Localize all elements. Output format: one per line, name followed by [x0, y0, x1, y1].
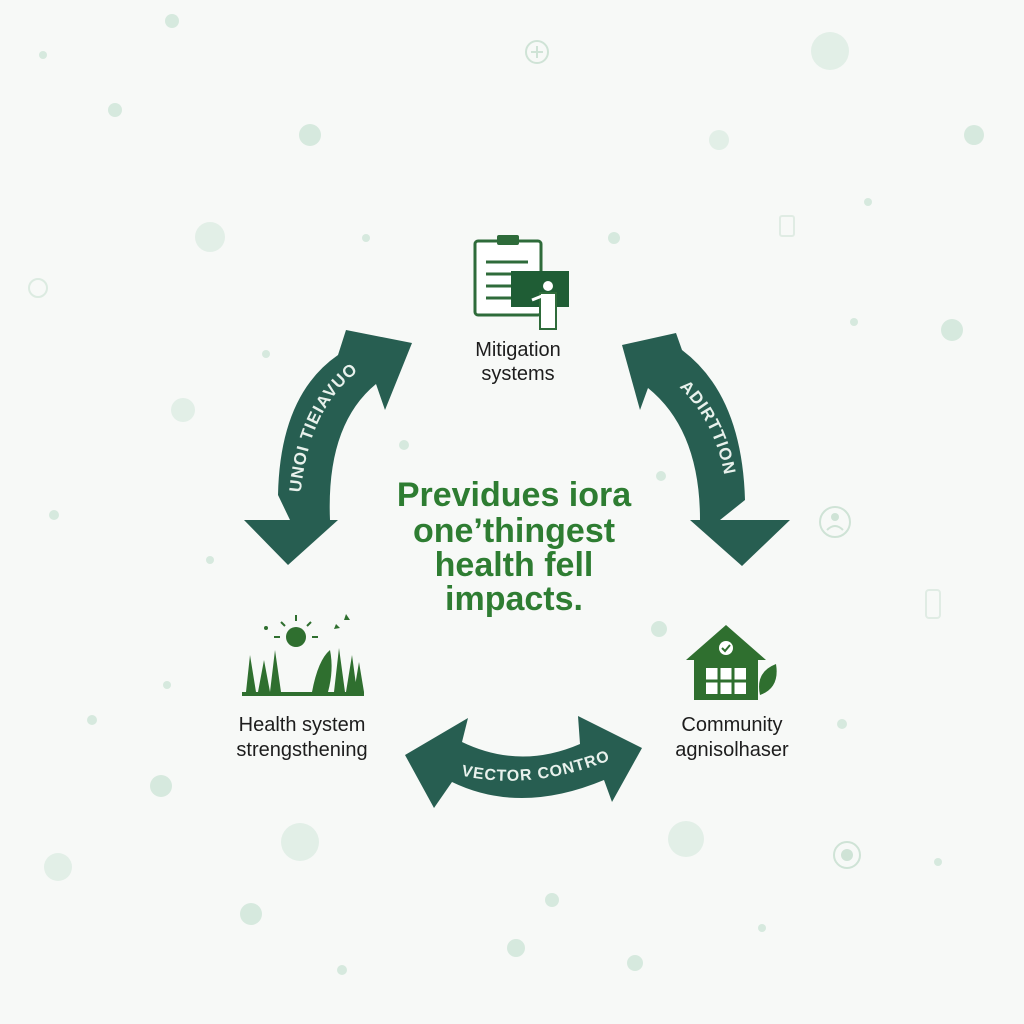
center-title-line2: one’thingest — [413, 512, 615, 550]
arrow-left-ring: UNOI TIEIAVUOT — [0, 0, 412, 565]
arrow-bottom-ring: VECTOR CONTRO — [405, 716, 642, 808]
faint-doc-icon — [779, 215, 795, 237]
node-right-line2: agnisolhaser — [675, 739, 789, 761]
node-top-line2: systems — [481, 363, 554, 385]
faint-globe-icon — [833, 841, 861, 869]
center-title-line1: Previdues iora — [397, 476, 632, 514]
node-left-line1: Health system — [239, 714, 366, 736]
forest-sun-icon — [242, 614, 364, 696]
node-top-line1: Mitigation — [475, 339, 561, 361]
faint-bottle-icon — [925, 589, 941, 619]
center-title-line4: impacts. — [445, 580, 583, 618]
faint-leaf-icon — [525, 40, 549, 64]
background-dots — [39, 14, 984, 975]
faint-user-icon — [819, 506, 851, 538]
house-leaf-icon — [686, 625, 777, 700]
center-title-line3: health fell — [435, 546, 594, 584]
node-right-line1: Community — [681, 714, 782, 736]
clipboard-presentation-icon — [473, 235, 569, 330]
faint-flower-icon — [28, 278, 48, 298]
arrow-right-ring: ADIRTTION — [622, 333, 790, 566]
node-left-line2: strengsthening — [236, 739, 367, 761]
